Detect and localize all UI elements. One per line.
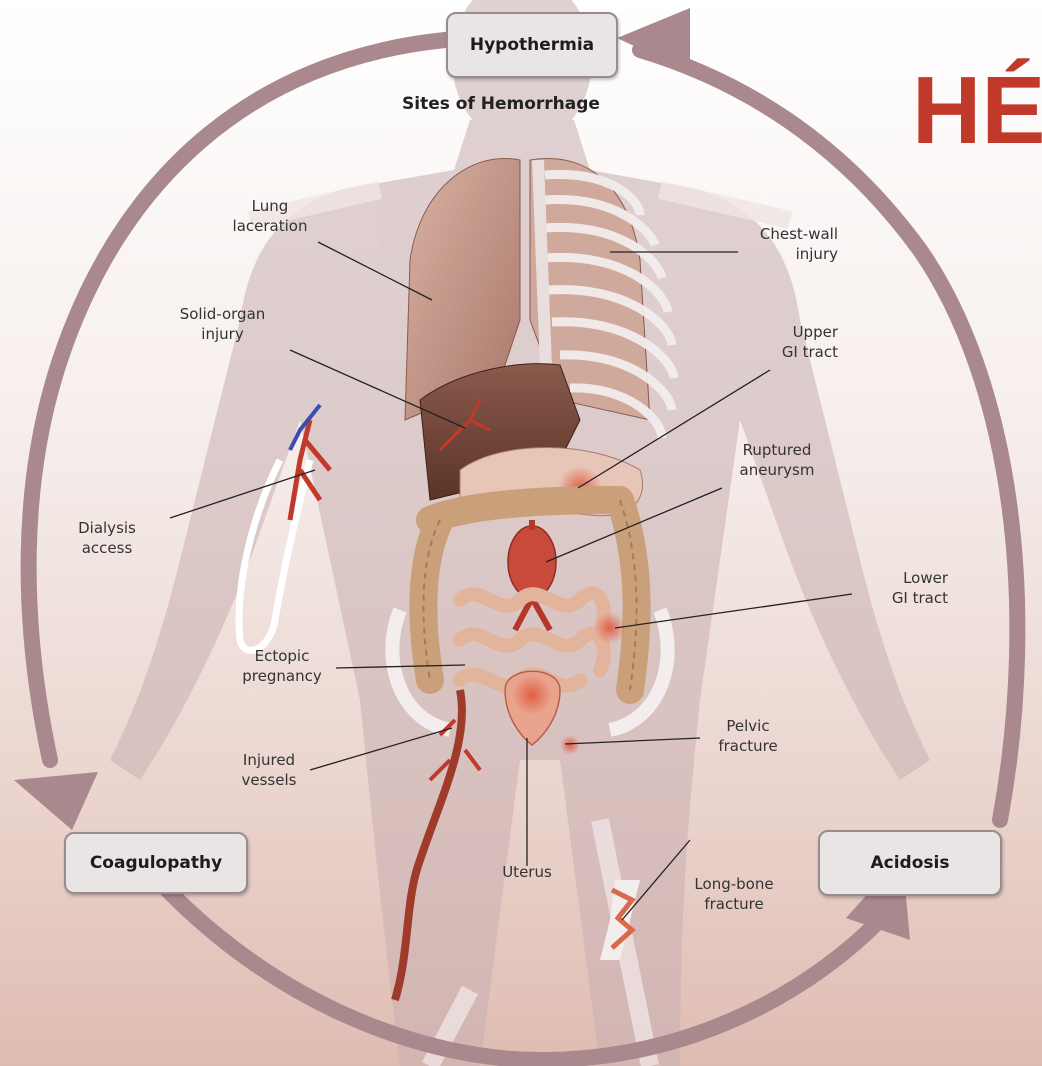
acidosis-box: Acidosis <box>818 830 1002 896</box>
arrow-head-left <box>14 772 98 830</box>
sites-heading: Sites of Hemorrhage <box>402 94 600 114</box>
hypothermia-box: Hypothermia <box>446 12 618 78</box>
acidosis-label: Acidosis <box>871 853 950 873</box>
aortic-aneurysm <box>508 526 556 598</box>
coagulopathy-box: Coagulopathy <box>64 832 248 894</box>
slide-title-fragment: HÉ <box>912 56 1042 166</box>
hypothermia-label: Hypothermia <box>470 35 594 55</box>
coagulopathy-label: Coagulopathy <box>90 853 222 873</box>
label-uterus: Uterus <box>482 862 572 882</box>
